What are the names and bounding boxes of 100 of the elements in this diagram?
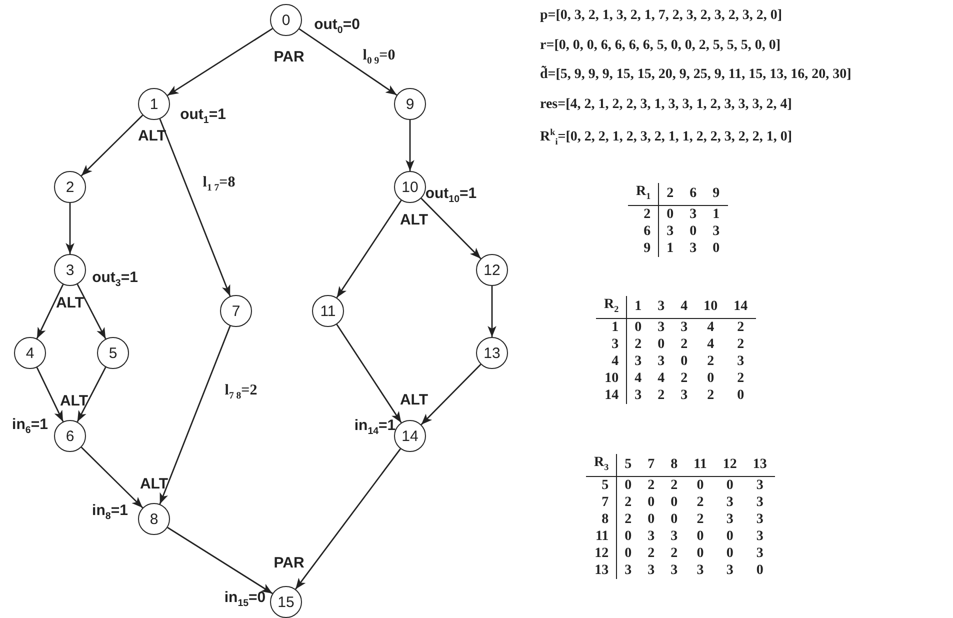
table-cell: 0: [616, 476, 640, 494]
node-circle: [394, 171, 426, 203]
table-cell: 5: [616, 454, 640, 476]
node-number: 10: [402, 178, 418, 196]
node-number: 12: [484, 262, 500, 278]
node-annotation: in$_{8}$=1: [92, 502, 128, 522]
table-cell-text: 4: [706, 336, 716, 353]
arrow: [336, 200, 402, 298]
node-annotation: in$_{14}$=1: [354, 417, 396, 437]
node-number: 9: [406, 96, 414, 112]
table-cell: 4: [696, 318, 726, 336]
table-cell: 0: [626, 318, 650, 336]
table-cell: 14: [726, 296, 756, 318]
table-cell-text: 3: [696, 562, 705, 579]
node-circle: [270, 4, 302, 36]
table-cell-text: 0: [706, 370, 716, 387]
table-cell-text: 3: [755, 494, 764, 511]
arrow: [420, 364, 482, 426]
table-cell-text: 0: [646, 494, 656, 511]
table-cell-text: 0: [680, 352, 689, 370]
node-annotation: ALT: [60, 392, 88, 410]
table-cell: 0: [616, 528, 640, 545]
table-cell: 11: [586, 528, 616, 545]
node-circle: [394, 88, 426, 120]
node-annotation: ALT: [400, 392, 428, 408]
arrow: [159, 118, 231, 296]
node-annotation: ALT: [138, 128, 166, 144]
node-annotation: ALT: [400, 212, 428, 228]
node-circle: [54, 254, 86, 286]
node-circle: [394, 420, 426, 452]
table-cell: 0: [658, 205, 682, 223]
table-cell: 1: [704, 205, 728, 223]
node-circle: [312, 295, 344, 327]
node-annotation: out$_{1}$=1: [180, 106, 226, 126]
table-cell: 2: [662, 476, 686, 494]
table-cell: 3: [650, 318, 673, 336]
table-cell-text: 3: [670, 528, 679, 545]
node-number: 7: [232, 302, 240, 320]
node-number: 13: [484, 344, 500, 362]
node-circle: [138, 503, 170, 535]
table-cell-text: 3: [725, 510, 734, 528]
arrow: [159, 326, 231, 504]
table-cell-text: 3: [725, 562, 734, 579]
node-number: 0: [282, 12, 290, 28]
table-cell-text: 2: [670, 544, 679, 562]
table-cell: R$_{2}$: [596, 296, 626, 318]
table-cell-text: 0: [725, 528, 734, 545]
table-cell: 11: [686, 454, 715, 476]
table-cell-text: 2: [656, 386, 666, 404]
arrow: [76, 366, 106, 422]
vector-text: R$^{k}$$_{i}$=[0, 2, 2, 1, 2, 3, 2, 1, 1, 2, 2, 3, 2, 2, 1, 0]: [540, 127, 792, 146]
table-cell: 2: [658, 183, 682, 206]
table-cell: 6: [628, 222, 658, 240]
table-cell-text: 2: [680, 370, 689, 387]
table-cell: 2: [640, 476, 663, 494]
arrow: [167, 28, 273, 96]
table-cell: 0: [714, 476, 745, 494]
node-number: 11: [320, 302, 336, 320]
node-number: 3: [66, 262, 74, 278]
table-cell-text: 3: [725, 494, 734, 511]
table-cell-text: 2: [706, 386, 716, 404]
table-cell-text: 0: [755, 562, 764, 579]
arrow: [80, 114, 144, 176]
table-cell-text: 3: [670, 562, 679, 579]
table-cell: 8: [662, 454, 686, 476]
table-cell: 3: [596, 336, 626, 353]
arrow: [420, 198, 482, 260]
node-number: 6: [66, 428, 74, 444]
node-annotation: out$_{10}$=1: [425, 185, 477, 205]
arrow: [36, 284, 64, 339]
node-annotation: out$_{3}$=1: [92, 269, 138, 289]
node-number: 4: [26, 344, 34, 362]
node-circle: [54, 420, 86, 452]
arrow: [167, 526, 273, 594]
node-number: 2: [66, 178, 74, 196]
table-cell: 7: [640, 454, 663, 476]
node-circle: [97, 337, 129, 369]
table-cell: 3: [744, 476, 775, 494]
node-annotation: in$_{15}$=0: [224, 589, 266, 609]
table-cell: 3: [626, 386, 650, 404]
table-cell-text: 2: [696, 494, 705, 511]
table-cell-text: 3: [688, 240, 698, 257]
table-cell: 13: [744, 454, 775, 476]
table-cell: 10: [596, 370, 626, 387]
table-cell: 8: [586, 510, 616, 528]
node-circle: [270, 586, 302, 618]
table-cell-text: 0: [656, 336, 666, 353]
vector-text: res=[4, 2, 1, 2, 2, 3, 1, 3, 3, 1, 2, 3, 3, 3, 2, 4]: [540, 97, 792, 113]
table-cell: 4: [626, 370, 650, 387]
node-circle: [138, 88, 170, 120]
table-cell: 2: [726, 318, 756, 336]
node-number: 8: [150, 510, 158, 528]
table-cell: 0: [686, 476, 715, 494]
table-cell-text: 3: [755, 528, 764, 545]
table-cell: 3: [626, 352, 650, 370]
edge-label: l$_{0 9}$=0: [362, 48, 396, 66]
table-cell-text: 3: [736, 352, 746, 370]
table-cell-text: 0: [725, 544, 734, 562]
table-cell: 7: [586, 494, 616, 511]
table-cell: 13: [586, 562, 616, 579]
